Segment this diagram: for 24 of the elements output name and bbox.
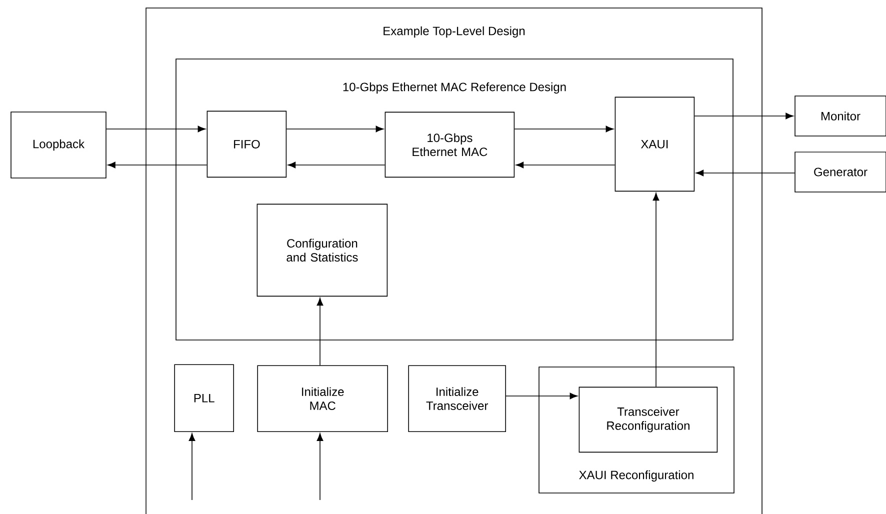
block-box: Initialize Transceiver xyxy=(408,365,506,432)
arrow xyxy=(188,433,196,500)
arrow xyxy=(286,126,384,132)
block-box: FIFO xyxy=(206,110,287,178)
arrow xyxy=(514,126,614,132)
arrow xyxy=(506,392,578,400)
arrow xyxy=(516,162,616,168)
arrow xyxy=(316,433,324,500)
block-box: PLL xyxy=(174,364,234,432)
arrow xyxy=(106,126,206,132)
arrow xyxy=(288,162,386,168)
arrow xyxy=(108,162,208,168)
arrow xyxy=(652,192,660,388)
block-box: XAUI xyxy=(614,96,695,192)
block-box: 10-Gbps Ethernet MAC xyxy=(384,112,515,178)
block-box: Loopback xyxy=(10,112,106,178)
block-box: Initialize MAC xyxy=(257,365,388,432)
block-box: Configuration and Statistics xyxy=(256,204,388,297)
arrow xyxy=(696,170,795,176)
block-box: Generator xyxy=(794,152,886,192)
arrow xyxy=(694,112,794,120)
block-box: Transceiver Reconfiguration xyxy=(578,386,718,453)
block-box: Monitor xyxy=(794,96,886,136)
arrow xyxy=(316,298,324,366)
